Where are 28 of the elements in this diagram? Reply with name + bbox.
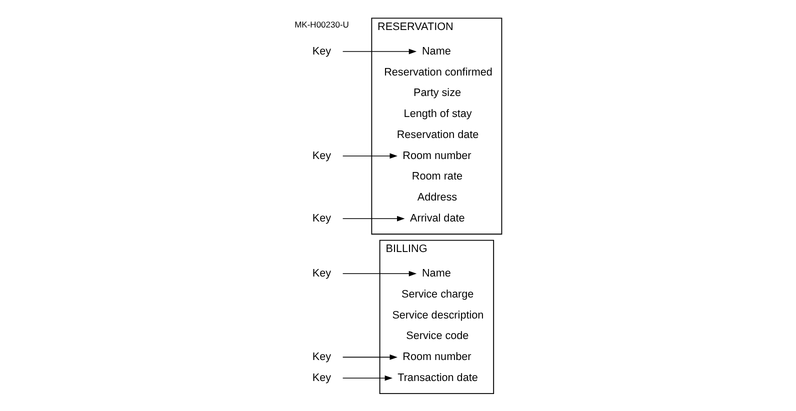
label: MK-H00230-U: [294, 19, 349, 30]
arrow: [342, 354, 398, 360]
arrow: [342, 153, 398, 159]
node-text: Service charge: [401, 288, 474, 300]
node-text: Transaction date: [398, 372, 478, 384]
node-text: Key: [312, 267, 332, 280]
arrow: [342, 48, 417, 54]
arrow: [342, 375, 393, 381]
node-text: Key: [312, 212, 332, 225]
node-text: Address: [417, 192, 458, 204]
node-text: Key: [312, 351, 332, 364]
arrow: [342, 270, 417, 276]
node-text: Key: [312, 372, 332, 384]
node-text: Room rate: [412, 170, 462, 183]
node-text: Service code: [406, 330, 469, 342]
node-text: Party size: [413, 87, 462, 100]
node-text: Service description: [392, 309, 484, 322]
node-text: Arrival date: [410, 212, 465, 225]
node-text: Name: [422, 267, 451, 280]
node-text: Key: [312, 45, 332, 58]
arrow: [342, 216, 405, 222]
node-text: Name: [422, 45, 451, 58]
node-text: Room number: [402, 351, 472, 364]
node-text: Key: [312, 150, 332, 162]
node-text: Reservation date: [396, 128, 479, 141]
node-text: Length of stay: [404, 108, 472, 120]
node-text: Reservation confirmed: [384, 66, 492, 78]
node-text: Room number: [402, 150, 472, 162]
